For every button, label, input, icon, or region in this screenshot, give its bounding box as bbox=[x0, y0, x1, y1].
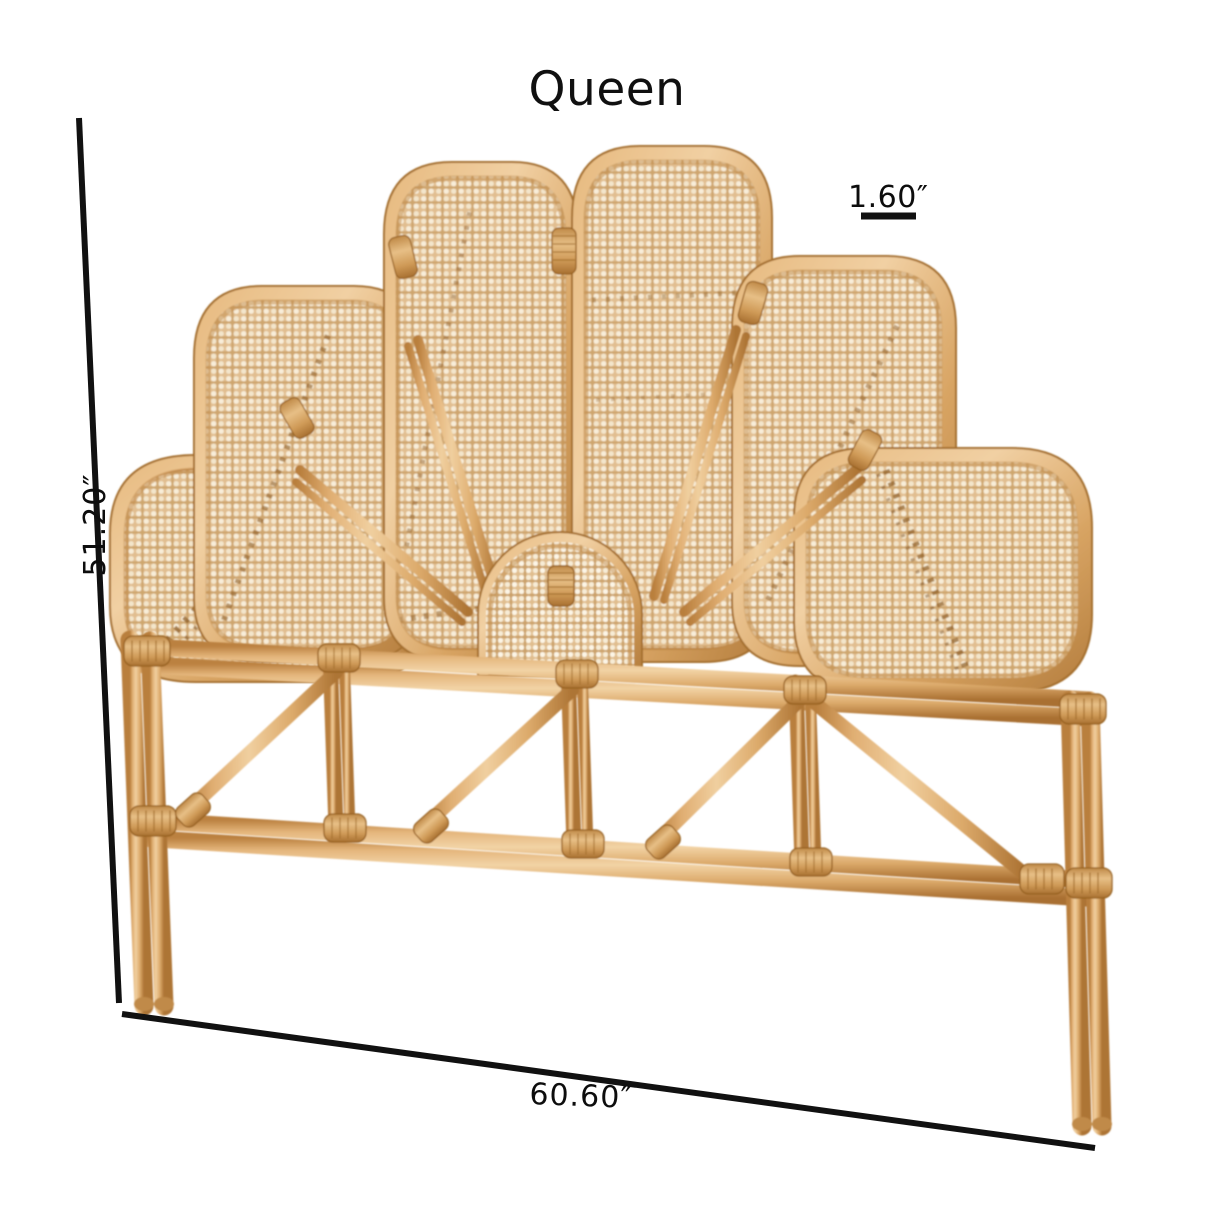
dimension-label-height: 51.20″ bbox=[78, 473, 113, 577]
petal-outer-right bbox=[793, 447, 1093, 693]
joint-wrap-dome bbox=[547, 565, 575, 607]
rail-top-front bbox=[123, 655, 1099, 727]
dimension-label-width: 60.60″ bbox=[528, 1077, 634, 1116]
lattice-braces bbox=[179, 665, 1029, 879]
dimension-lines bbox=[76, 117, 1096, 1151]
fan-petal-panel bbox=[109, 145, 1093, 693]
joint-wraps-lattice bbox=[123, 635, 1113, 899]
petal-center-right bbox=[571, 145, 773, 663]
dimension-label-thickness: 1.60″ bbox=[848, 180, 929, 215]
joint-wraps-upper bbox=[279, 227, 883, 471]
page-title: Queen bbox=[528, 62, 686, 117]
rail-bottom-back bbox=[131, 811, 1095, 889]
leg-right bbox=[1060, 690, 1112, 1136]
rail-top-back bbox=[123, 637, 1099, 709]
lower-lattice-frame bbox=[120, 630, 1113, 1136]
dimension-line-width bbox=[121, 1011, 1096, 1151]
dimension-line-height bbox=[76, 117, 122, 1004]
rail-bottom-front bbox=[131, 829, 1095, 907]
